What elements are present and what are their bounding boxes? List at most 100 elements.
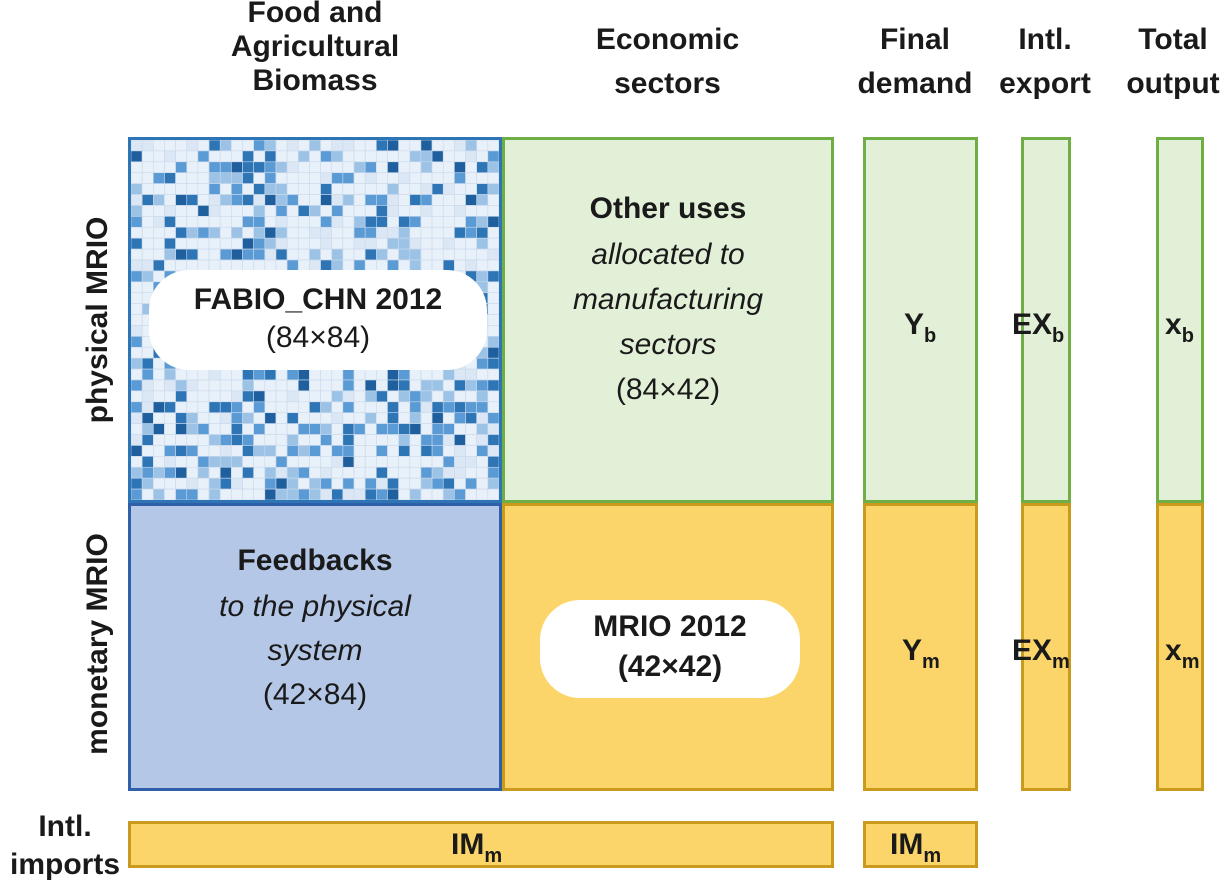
heatmap-cell <box>420 412 433 424</box>
heatmap-cell <box>476 368 489 381</box>
heatmap-cell <box>320 194 333 206</box>
heatmap-cell <box>131 390 143 403</box>
heatmap-cell <box>331 477 344 490</box>
heatmap-cell <box>208 488 221 500</box>
heatmap-cell <box>152 259 165 272</box>
heatmap-cell <box>242 237 254 250</box>
heatmap-cell <box>487 434 499 446</box>
heatmap-cell <box>175 477 188 490</box>
heatmap-cell <box>376 205 388 217</box>
heatmap-cell <box>286 434 299 446</box>
heatmap-cell <box>175 401 188 414</box>
heatmap-cell <box>364 488 377 500</box>
heatmap-cell <box>387 140 399 152</box>
heatmap-cell <box>409 412 422 424</box>
heatmap-cell <box>409 477 422 490</box>
heatmap-cell <box>331 226 344 239</box>
heatmap-cell <box>409 379 422 392</box>
heatmap-cell <box>387 401 399 414</box>
heatmap-cell <box>387 390 399 403</box>
heatmap-cell <box>476 194 489 206</box>
heatmap-cell <box>442 216 455 228</box>
heatmap-cell <box>219 140 232 152</box>
heatmap-cell <box>364 368 377 381</box>
heatmap-cell <box>409 216 422 228</box>
heatmap-cell <box>431 205 444 217</box>
heatmap-cell <box>331 456 344 468</box>
heatmap-cell <box>275 488 288 500</box>
heatmap-cell <box>186 390 199 403</box>
heatmap-cell <box>420 401 433 414</box>
heatmap-cell <box>320 445 333 457</box>
heatmap-cell <box>353 456 366 468</box>
heatmap-cell <box>131 379 143 392</box>
heatmap-cell <box>219 456 232 468</box>
heatmap-cell <box>342 205 355 217</box>
heatmap-cell <box>465 401 477 414</box>
heatmap-cell <box>398 477 411 490</box>
heatmap-cell <box>286 205 299 217</box>
heatmap-cell <box>186 401 199 414</box>
heatmap-cell <box>387 216 399 228</box>
heatmap-cell <box>131 150 143 163</box>
heatmap-cell <box>364 161 377 174</box>
export-monetary: EXm <box>1012 503 1071 791</box>
heatmap-cell <box>409 172 422 184</box>
heatmap-cell <box>364 172 377 184</box>
heatmap-cell <box>364 226 377 239</box>
heatmap-cell <box>353 477 366 490</box>
heatmap-cell <box>376 194 388 206</box>
heatmap-cell <box>152 445 165 457</box>
heatmap-cell <box>264 434 277 446</box>
heatmap-cell <box>152 150 165 163</box>
heatmap-cell <box>175 216 188 228</box>
heatmap-cell <box>431 216 444 228</box>
heatmap-cell <box>231 488 243 500</box>
header-output-line2: output <box>1126 67 1220 100</box>
heatmap-cell <box>297 172 310 184</box>
heatmap-cell <box>264 477 277 490</box>
heatmap-cell <box>152 226 165 239</box>
heatmap-cell <box>431 401 444 414</box>
heatmap-cell <box>286 248 299 261</box>
heatmap-cell <box>186 477 199 490</box>
heatmap-cell <box>431 434 444 446</box>
heatmap-cell <box>409 456 422 468</box>
heatmap-cell <box>309 477 321 490</box>
heatmap-cell <box>364 216 377 228</box>
heatmap-cell <box>141 248 154 261</box>
heatmap-cell <box>398 401 411 414</box>
heatmap-cell <box>141 259 154 272</box>
heatmap-cell <box>476 270 489 283</box>
heatmap-cell <box>186 368 199 381</box>
heatmap-cell <box>286 172 299 184</box>
heatmap-cell <box>141 150 154 163</box>
heatmap-cell <box>131 205 143 217</box>
heatmap-cell <box>152 205 165 217</box>
heatmap-cell <box>131 281 143 294</box>
heatmap-cell <box>219 423 232 435</box>
heatmap-cell <box>442 445 455 457</box>
other-uses-dims: (84×42) <box>615 373 721 406</box>
header-food-line3: Biomass <box>252 64 378 97</box>
heatmap-cell <box>431 226 444 239</box>
heatmap-cell <box>487 379 499 392</box>
heatmap-cell <box>152 488 165 500</box>
heatmap-cell <box>231 248 243 261</box>
heatmap-cell <box>186 161 199 174</box>
heatmap-cell <box>320 216 333 228</box>
heatmap-cell <box>431 456 444 468</box>
heatmap-cell <box>320 466 333 479</box>
mrio-block: MRIO 2012 (42×42) <box>502 503 834 791</box>
heatmap-cell <box>253 194 266 206</box>
heatmap-cell <box>141 216 154 228</box>
heatmap-cell <box>175 445 188 457</box>
heatmap-cell <box>431 248 444 261</box>
heatmap-cell <box>364 466 377 479</box>
heatmap-cell <box>275 466 288 479</box>
heatmap-cell <box>275 226 288 239</box>
heatmap-cell <box>409 194 422 206</box>
heatmap-cell <box>309 248 321 261</box>
heatmap-cell <box>186 183 199 195</box>
heatmap-cell <box>465 434 477 446</box>
